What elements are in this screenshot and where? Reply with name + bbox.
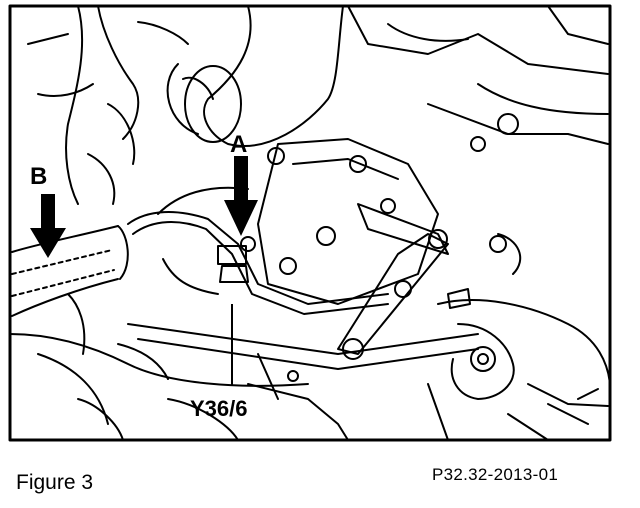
left-hose: [11, 225, 119, 253]
callout-b: B: [30, 163, 47, 190]
arrow-a-icon: [224, 156, 258, 236]
upper-hose: [203, 5, 344, 147]
fuel-line: [127, 211, 389, 305]
figure-caption: Figure 3: [16, 471, 94, 494]
callout-y36-6: Y36/6: [190, 396, 248, 421]
pump-housing: [257, 138, 439, 305]
figure-reference-code: P32.32-2013-01: [432, 465, 559, 484]
engine-illustration: A B Y36/6: [8, 4, 612, 442]
arrow-b-icon: [30, 194, 66, 258]
callout-a: A: [230, 131, 247, 158]
illustration-border: [8, 4, 612, 442]
